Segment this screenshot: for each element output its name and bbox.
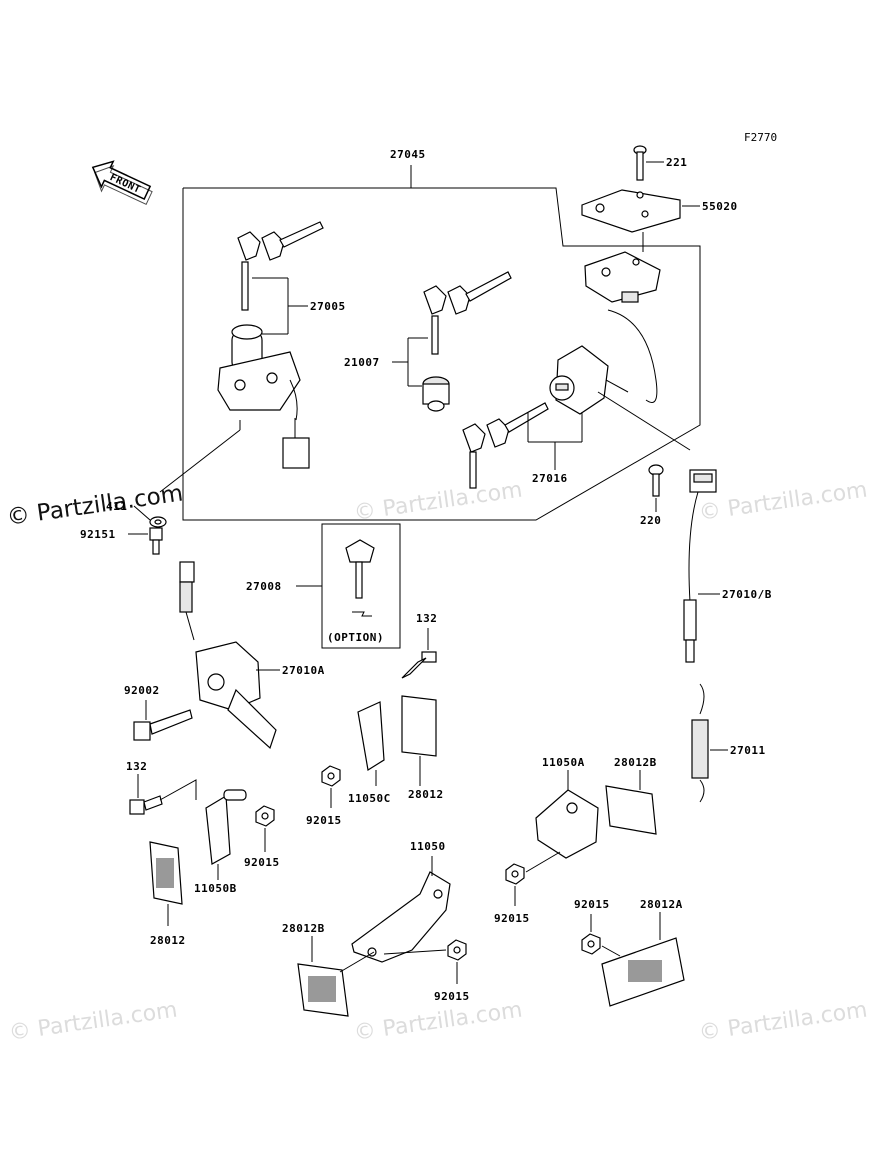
label-92015-middle: 92015 [306,814,342,827]
nut-92015-middle-icon [321,765,341,808]
nut-92015-left-icon [255,805,275,852]
label-28012-left: 28012 [150,934,186,947]
lock-bracket-icon [584,232,661,403]
option-box-27008 [296,523,401,649]
label-28012-middle: 28012 [408,788,444,801]
key-set-27005-icon [237,221,324,335]
pad-28012-left-icon [149,841,183,926]
nut-92015-far-right-icon [581,914,621,957]
label-221: 221 [666,156,687,169]
front-arrow-icon: FRONT [91,160,153,206]
label-27016: 27016 [532,472,568,485]
label-132-left: 132 [126,760,147,773]
bolt-92151-icon [128,527,163,555]
spring-27011-icon [691,683,728,803]
label-11050b: 11050B [194,882,237,895]
label-92015-bottom: 92015 [434,990,470,1003]
watermark-bottom-right: © Partzilla.com [697,998,869,1046]
pad-28012-middle-icon [357,695,437,786]
sensor-27010b-icon [683,469,720,663]
watermark-bottom-left: © Partzilla.com [7,998,179,1046]
bracket-11050-icon [351,856,451,963]
label-132-top: 132 [416,612,437,625]
label-27010b: 27010/B [722,588,772,601]
label-55020: 55020 [702,200,738,213]
watermark-middle-right: © Partzilla.com [697,478,869,526]
label-27011: 27011 [730,744,766,757]
label-21007: 21007 [344,356,380,369]
nut-92015-bottom-icon [383,939,467,984]
label-92151: 92151 [80,528,116,541]
bracket-11050b-icon [205,789,247,880]
ignition-switch-icon [217,324,310,469]
label-411: 411 [106,500,127,513]
screw-220-icon [648,464,664,512]
label-220: 220 [640,514,661,527]
bolt-92002-icon [133,700,193,741]
key-set-21007-icon [392,271,512,412]
label-28012a: 28012A [640,898,683,911]
watermark-middle-center: © Partzilla.com [352,478,524,526]
label-28012b-bottom: 28012B [282,922,325,935]
pad-28012b-bottom-icon [297,936,375,1017]
label-92015-left: 92015 [244,856,280,869]
pad-28012a-icon [601,912,685,1007]
bracket-11050a-icon [535,770,657,859]
kit-outline-27045 [182,165,701,521]
bolt-132-top-icon [401,628,437,679]
washer-411-icon [133,505,167,528]
screw-221-icon [633,145,664,181]
nut-92015-right-icon [505,851,561,906]
label-27010a: 27010A [282,664,325,677]
label-27005: 27005 [310,300,346,313]
switch-27010a-icon [179,561,280,750]
watermark-bottom-center: © Partzilla.com [352,998,524,1046]
seat-lock-27016-icon [462,345,629,489]
bolt-132-left-icon [129,774,197,815]
label-27008: 27008 [246,580,282,593]
bracket-55020-icon [581,189,700,233]
label-92015-right: 92015 [494,912,530,925]
label-11050a: 11050A [542,756,585,769]
option-label: (OPTION) [327,631,384,644]
label-92015-far-right: 92015 [574,898,610,911]
figure-code: F2770 [744,131,777,144]
label-28012b-right: 28012B [614,756,657,769]
label-92002: 92002 [124,684,160,697]
label-11050c: 11050C [348,792,391,805]
label-27045: 27045 [390,148,426,161]
label-11050: 11050 [410,840,446,853]
